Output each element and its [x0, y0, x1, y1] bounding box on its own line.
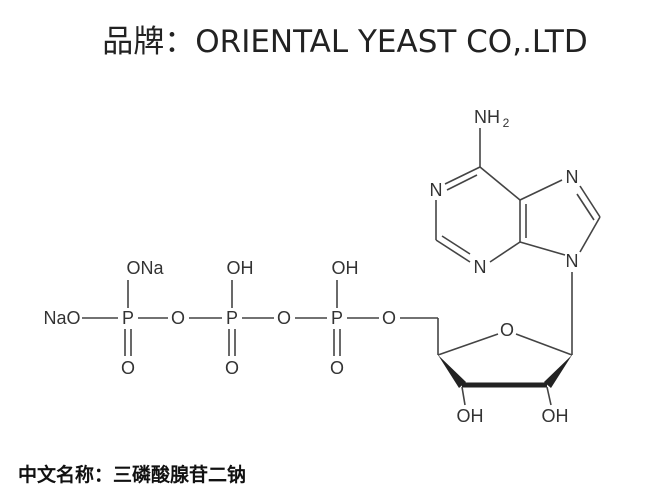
atom-p: P — [226, 308, 238, 328]
atom-nh2-subscript: 2 — [503, 116, 510, 130]
atom-o: O — [171, 308, 185, 328]
chinese-name-label: 中文名称：三磷酸腺苷二钠 — [18, 464, 247, 486]
atom-labels: NaO ONa OH OH P P P O O O O O O O OH OH … — [43, 107, 578, 426]
atom-n3: N — [474, 257, 487, 277]
atom-oh-2prime: OH — [542, 406, 569, 426]
atom-o: O — [382, 308, 396, 328]
atom-n7: N — [566, 167, 579, 187]
atom-o: O — [330, 358, 344, 378]
atom-o: O — [277, 308, 291, 328]
atom-o-ring: O — [500, 320, 514, 340]
atom-n9: N — [566, 251, 579, 271]
brand-title: 品牌：ORIENTAL YEAST CO,.LTD — [102, 24, 588, 60]
atom-n1: N — [430, 180, 443, 200]
atom-o: O — [121, 358, 135, 378]
atom-p: P — [122, 308, 134, 328]
atom-ona: ONa — [126, 258, 164, 278]
atom-oh: OH — [332, 258, 359, 278]
bonds — [82, 128, 601, 406]
atom-nh2: NH — [474, 107, 500, 127]
atom-p: P — [331, 308, 343, 328]
atom-o: O — [225, 358, 239, 378]
atom-nao: NaO — [43, 308, 80, 328]
atom-oh: OH — [227, 258, 254, 278]
atom-oh-3prime: OH — [457, 406, 484, 426]
